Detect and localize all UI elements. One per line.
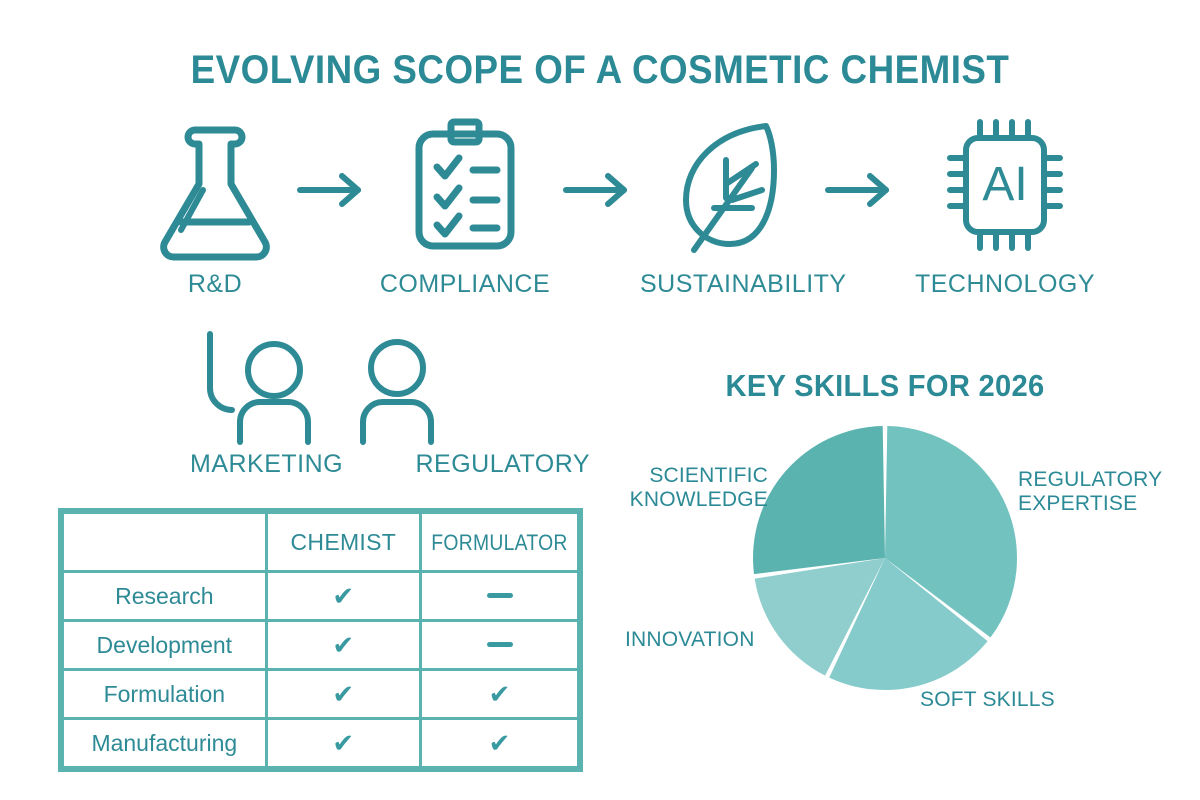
table-row: Research ✔ — [64, 573, 577, 619]
people-label-marketing: MARKETING — [190, 450, 344, 478]
cell-formulator — [422, 622, 577, 668]
flow-step-label: R&D — [187, 270, 243, 298]
cell-formulator: ✔ — [422, 671, 577, 717]
curved-connector-icon — [207, 331, 235, 413]
pie-label-scientific-knowledge: SCIENTIFIC KNOWLEDGE — [629, 464, 768, 512]
flow-step-compliance: COMPLIANCE — [370, 112, 560, 312]
flow-step-sustainability: SUSTAINABILITY — [640, 112, 847, 312]
table-row: Development ✔ — [64, 622, 577, 668]
people-labels: MARKETING REGULATORY — [190, 450, 590, 479]
pie-chart-svg — [753, 426, 1018, 690]
table-row: Manufacturing ✔ ✔ — [64, 720, 577, 766]
check-icon: ✔ — [488, 727, 511, 758]
pie-label-soft-skills: SOFT SKILLS — [920, 688, 1055, 711]
arrow-right-icon — [292, 170, 372, 210]
cell-chemist: ✔ — [267, 622, 419, 668]
dash-icon — [486, 593, 513, 599]
row-label: Formulation — [64, 671, 265, 717]
row-label: Development — [64, 622, 265, 668]
cell-formulator — [422, 573, 577, 619]
flask-icon — [120, 112, 310, 262]
leaf-icon — [640, 112, 830, 262]
person-icon — [245, 341, 303, 399]
pie-slice — [885, 426, 1018, 638]
people-group — [190, 330, 590, 490]
cell-chemist: ✔ — [267, 573, 419, 619]
check-icon: ✔ — [332, 727, 355, 758]
row-label: Manufacturing — [64, 720, 265, 766]
pie-chart-title: KEY SKILLS FOR 2026 — [725, 368, 1045, 403]
table-header-blank — [64, 514, 265, 570]
cell-chemist: ✔ — [267, 671, 419, 717]
flow-step-rd: R&D — [120, 112, 310, 312]
person-icon — [368, 339, 426, 397]
pie-slice — [753, 426, 885, 575]
flow-step-label: SUSTAINABILITY — [640, 270, 847, 298]
cell-chemist: ✔ — [267, 720, 419, 766]
table-header-row: CHEMIST FORMULATOR — [64, 514, 577, 570]
people-label-regulatory: REGULATORY — [415, 450, 590, 478]
check-icon: ✔ — [332, 678, 355, 709]
pie-chart — [745, 418, 1025, 698]
page-title: EVOLVING SCOPE OF A COSMETIC CHEMIST — [190, 48, 1010, 92]
row-label: Research — [64, 573, 265, 619]
pie-slice — [754, 558, 885, 676]
table-row: Formulation ✔ ✔ — [64, 671, 577, 717]
table-header-chemist: CHEMIST — [267, 514, 419, 570]
table-header-formulator: FORMULATOR — [431, 529, 568, 555]
clipboard-checklist-icon — [370, 112, 560, 262]
check-icon: ✔ — [332, 580, 355, 611]
flow-step-label: TECHNOLOGY — [914, 270, 1096, 298]
pie-label-regulatory-expertise: REGULATORY EXPERTISE — [1018, 468, 1163, 516]
evolution-flow: R&D — [120, 112, 1130, 312]
arrow-right-icon — [820, 170, 900, 210]
roles-comparison-table: CHEMIST FORMULATOR Research ✔ Developmen… — [58, 508, 583, 772]
pie-slice — [829, 558, 988, 690]
ai-chip-text: AI — [982, 158, 1027, 211]
flow-step-technology: AI TECHNOLOGY — [910, 112, 1100, 312]
ai-chip-icon: AI — [910, 112, 1100, 262]
arrow-right-icon — [558, 170, 638, 210]
flow-step-label: COMPLIANCE — [379, 270, 551, 298]
check-icon: ✔ — [332, 629, 355, 660]
pie-label-innovation: INNOVATION — [625, 628, 755, 651]
cell-formulator: ✔ — [422, 720, 577, 766]
check-icon: ✔ — [488, 678, 511, 709]
dash-icon — [486, 642, 513, 648]
